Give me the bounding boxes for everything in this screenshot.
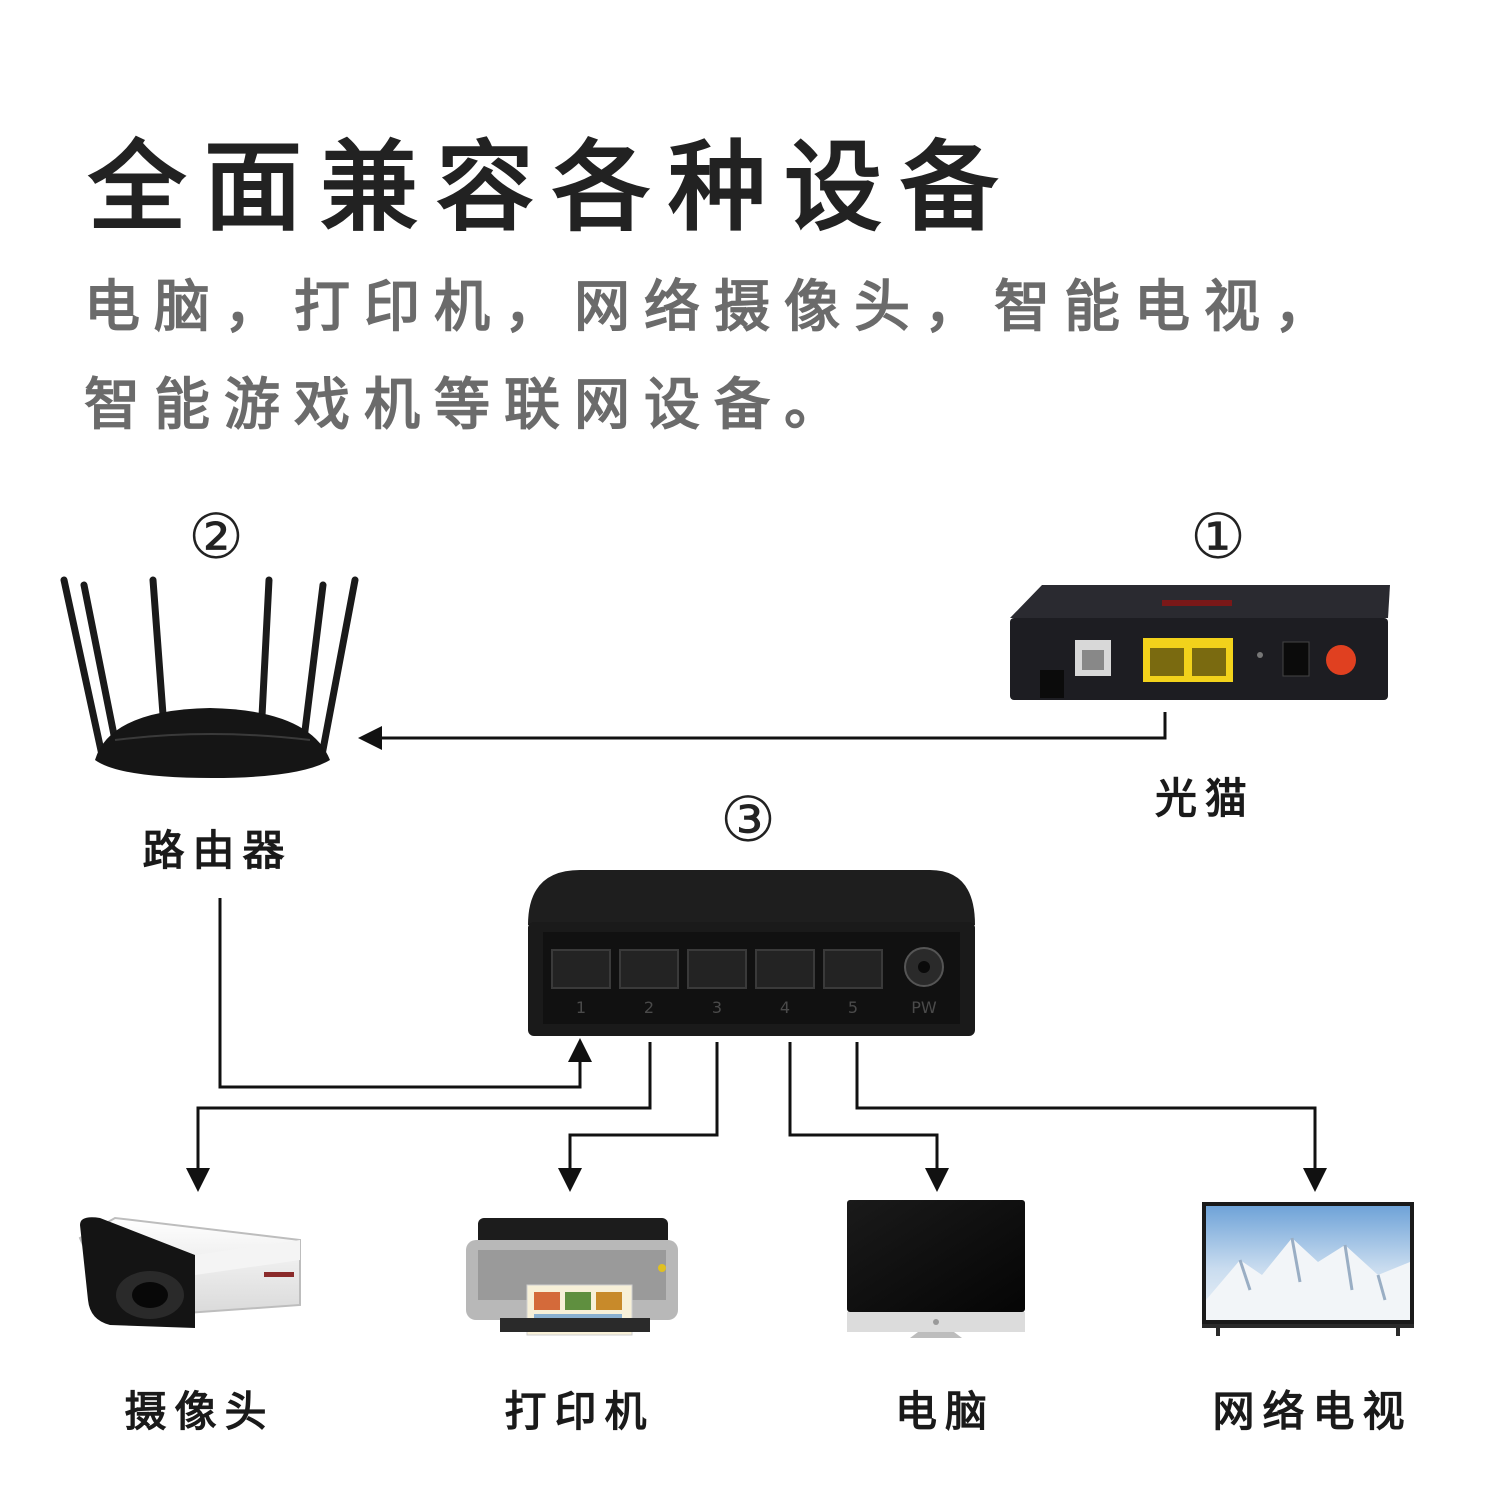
modem-to-router-line [375, 712, 1167, 740]
switch-port-1-label: 1 [575, 998, 587, 1017]
router-to-switch-line [218, 898, 582, 1089]
arrow-into-tv [1303, 1168, 1327, 1192]
switch-port-4-label: 4 [779, 998, 791, 1017]
modem-icon [1010, 585, 1390, 700]
switch-to-computer-line [788, 1042, 939, 1170]
arrow-into-camera [186, 1168, 210, 1192]
page-title: 全面兼容各种设备 [88, 131, 1017, 245]
subtitle-line-2: 智能游戏机等联网设备。 [84, 373, 854, 438]
switch-port-3-label: 3 [711, 998, 723, 1017]
switch-icon [528, 870, 975, 1036]
label-tv: 网络电视 [1212, 1387, 1413, 1436]
printer-icon [466, 1218, 678, 1336]
switch-to-tv-line [855, 1042, 1317, 1170]
switch-port-2-label: 2 [643, 998, 655, 1017]
step-number-router: ② [188, 500, 244, 573]
arrowheads [186, 726, 1327, 1192]
camera-icon [78, 1216, 301, 1328]
label-computer: 电脑 [894, 1387, 995, 1436]
label-camera: 摄像头 [124, 1387, 275, 1436]
step-number-modem: ① [1190, 500, 1246, 573]
subtitle-line-1: 电脑，打印机，网络摄像头，智能电视， [84, 275, 1344, 340]
switch-to-printer-line [568, 1042, 719, 1170]
switch-power-port-label: PW [911, 998, 937, 1017]
router-icon [60, 576, 359, 778]
step-number-switch: ③ [720, 783, 776, 856]
switch-to-camera-line [196, 1042, 652, 1170]
switch-port-5-label: 5 [847, 998, 859, 1017]
connection-lines [196, 712, 1317, 1170]
label-printer: 打印机 [504, 1387, 655, 1436]
arrow-into-computer [925, 1168, 949, 1192]
label-router: 路由器 [142, 826, 293, 875]
tv-icon [1202, 1202, 1414, 1336]
arrow-into-switch [568, 1038, 592, 1062]
arrow-into-printer [558, 1168, 582, 1192]
computer-icon [847, 1200, 1025, 1338]
arrow-into-router [358, 726, 382, 750]
label-modem: 光猫 [1154, 774, 1255, 823]
